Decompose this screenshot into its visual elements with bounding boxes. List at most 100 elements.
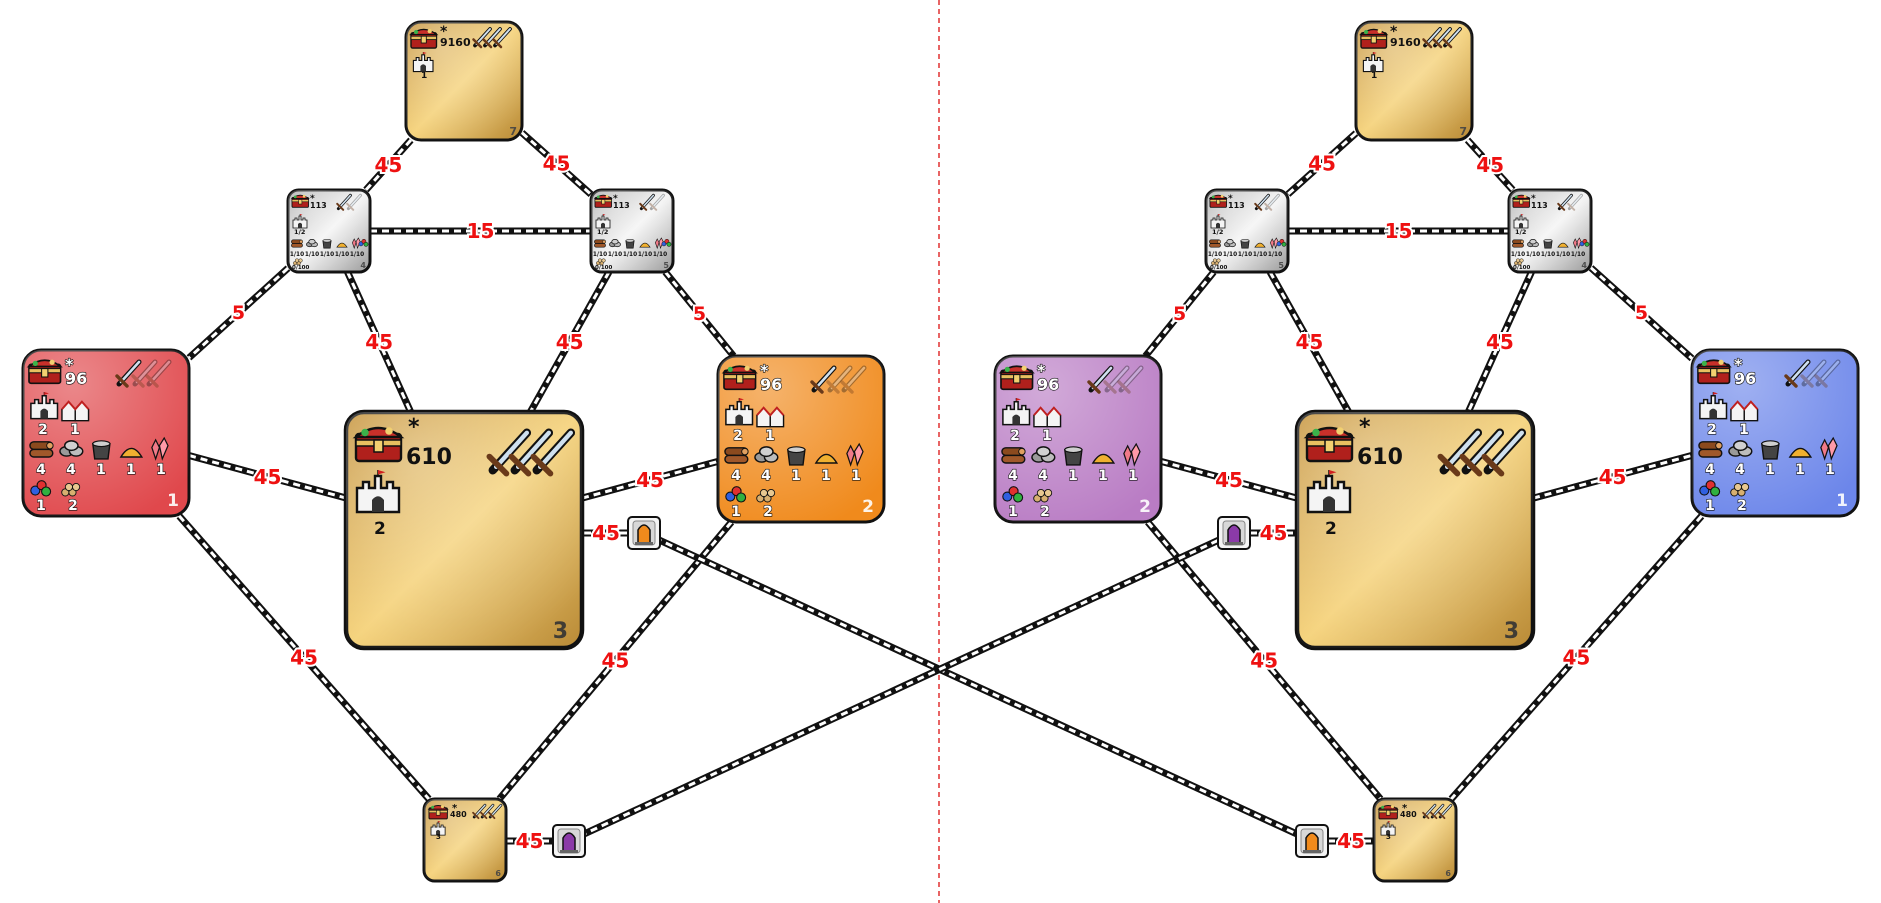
sulfur-icon	[1557, 242, 1569, 248]
road-cost-label: 45	[374, 153, 402, 177]
sword-icon	[488, 803, 503, 820]
resource-count: 1	[1068, 468, 1078, 484]
gems-count: 1	[731, 504, 741, 520]
road-p2-t6[interactable]	[496, 519, 735, 802]
road-t7-t4[interactable]	[1464, 137, 1516, 193]
portal-tunnel-g-orange[interactable]	[642, 529, 1314, 845]
castle-icon	[1380, 821, 1396, 836]
portal-purple-board-1[interactable]	[552, 824, 586, 858]
road-t5-p2[interactable]	[1142, 269, 1217, 359]
sword-icon	[1422, 803, 1437, 820]
castle-count: 2	[38, 422, 48, 438]
mercury-icon	[1543, 239, 1553, 249]
portal-orange-board-2[interactable]	[1295, 824, 1329, 858]
road-t5-t3[interactable]	[1266, 270, 1352, 414]
star-marker: *	[408, 415, 420, 440]
road-t4-t3[interactable]	[1465, 270, 1535, 414]
sword-icon	[1814, 359, 1841, 388]
resource-count: 1/10	[305, 252, 319, 258]
portal-gate-icon	[1227, 524, 1241, 544]
castle-icon	[412, 52, 434, 73]
castle-icon	[1513, 214, 1529, 229]
treasure-chest-icon	[1208, 194, 1228, 208]
road-p1-t6[interactable]	[176, 513, 432, 802]
resource-count: 1/10	[1208, 252, 1222, 258]
road-t7-t5[interactable]	[1285, 130, 1359, 197]
income-value: 113	[613, 201, 630, 210]
ore-icon	[754, 446, 779, 463]
sword-icon	[1459, 428, 1505, 477]
road-t3-p2[interactable]	[581, 458, 719, 502]
road-t4-p1[interactable]	[186, 265, 291, 361]
gems-count: 0/100	[1513, 265, 1530, 271]
territory-index: 1	[1836, 491, 1848, 511]
road-t3-p1[interactable]	[1532, 451, 1693, 502]
resource-count: 1/10	[1541, 252, 1555, 258]
sword-icon	[1432, 27, 1452, 49]
portal-purple-board-2[interactable]	[1217, 516, 1251, 550]
road-p2-t3[interactable]	[1160, 458, 1298, 502]
road-p1-t6[interactable]	[1448, 513, 1705, 802]
star-marker: *	[1402, 803, 1408, 814]
road-cost-label: 45	[1563, 646, 1591, 670]
star-marker: *	[1037, 361, 1046, 380]
mercury-icon	[786, 446, 806, 466]
territory-index: 7	[1459, 125, 1467, 138]
territory-index: 3	[1504, 619, 1519, 644]
income-value: 480	[450, 810, 467, 819]
road-cost-label: 45	[601, 649, 629, 673]
road-t5-p2[interactable]	[662, 269, 737, 359]
portal-tunnel-g-purple[interactable]	[567, 529, 1236, 845]
road-p2-t6[interactable]	[1145, 519, 1384, 802]
treasure-chest-icon	[593, 194, 613, 208]
sword-icon	[1264, 193, 1280, 211]
sword-icon	[336, 193, 352, 211]
gold-pile-icon	[1730, 482, 1750, 497]
ore-icon	[306, 239, 318, 248]
territory-index: 6	[495, 869, 501, 878]
wood-icon	[1209, 239, 1221, 248]
road-t4-p1[interactable]	[1588, 265, 1695, 362]
gold-pile-count: 2	[1040, 504, 1050, 520]
sword-icon	[1430, 803, 1445, 820]
sword-icon	[472, 803, 487, 820]
portal-orange-board-1[interactable]	[627, 516, 661, 550]
resource-count: 1/10	[350, 252, 364, 258]
income-value: 113	[1228, 201, 1245, 210]
road-p1-t3[interactable]	[188, 452, 347, 502]
sword-icon	[1442, 27, 1462, 49]
crystal-icon	[1820, 436, 1838, 461]
road-t4-t3[interactable]	[344, 270, 414, 414]
sword-icon	[1254, 193, 1270, 211]
ore-icon	[59, 440, 84, 457]
sulfur-icon	[1091, 453, 1116, 464]
sword-icon	[486, 428, 532, 477]
gems-icon	[1002, 486, 1024, 503]
resource-count: 4	[761, 468, 771, 484]
road-t7-t5[interactable]	[519, 130, 594, 198]
income-value: 610	[406, 445, 452, 470]
treasure-chest-icon	[409, 28, 439, 49]
sword-icon	[649, 193, 665, 211]
gold-pile-icon	[1514, 258, 1524, 266]
gold-pile-count: 2	[68, 498, 78, 514]
castle-count: 1	[421, 71, 427, 81]
road-t5-t3[interactable]	[527, 270, 613, 414]
castle-icon	[292, 214, 308, 229]
road-cost-label: 45	[1476, 153, 1504, 177]
road-t7-t4[interactable]	[363, 137, 414, 193]
